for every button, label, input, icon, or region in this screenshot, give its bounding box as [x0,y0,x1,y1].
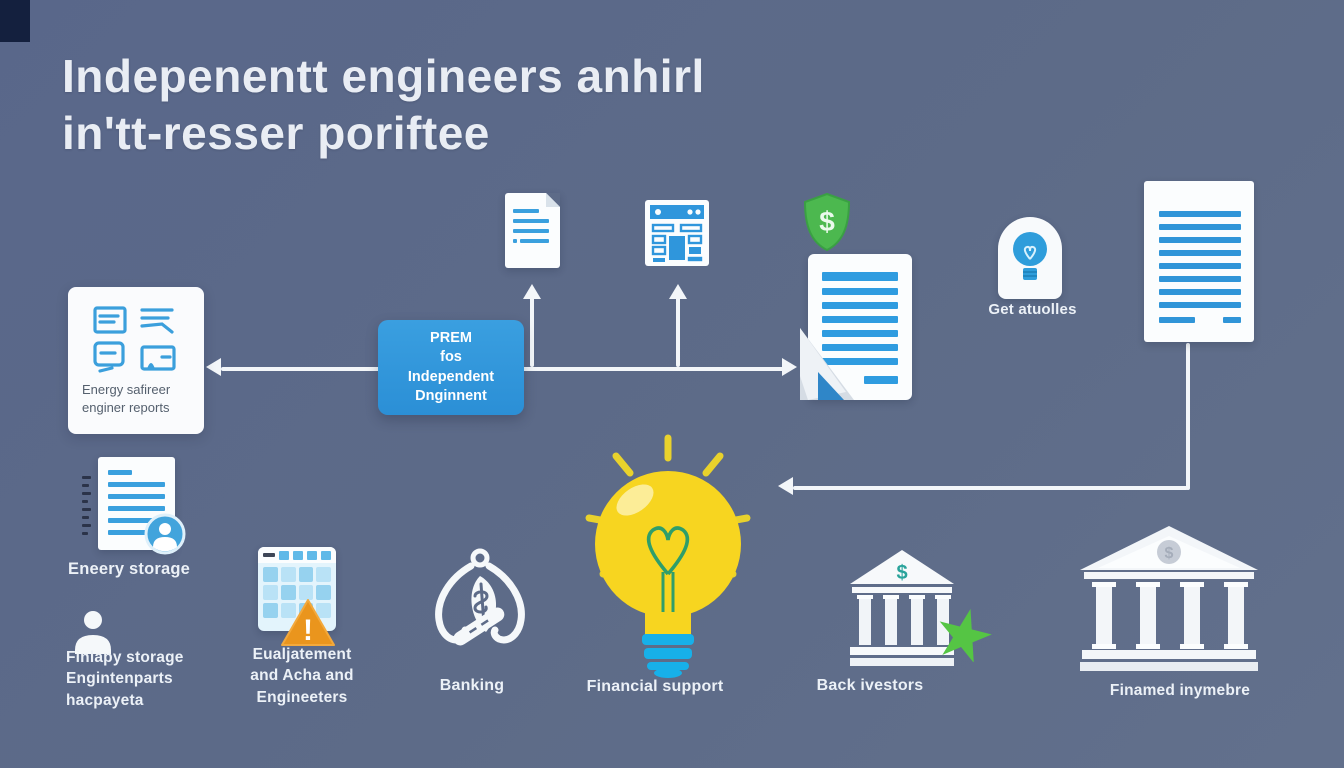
banking-emblem-icon [435,548,525,646]
storage-team-line2: Engintenparts [66,670,173,688]
reports-grid-icon [93,306,176,373]
branch-line-right [676,297,680,367]
back-investors-label: Back ivestors [816,677,924,694]
engineer-reports-card: Energy safireer enginer reports [68,287,204,434]
warning-triangle-icon: ! [281,599,335,647]
arrowhead-left-icon [206,358,221,376]
storage-team-line3: hacpayeta [66,691,144,709]
page-title-line1: Indepenentt engineers anhirl [62,50,705,102]
branch-line-left [530,297,534,367]
page-curl [800,328,854,400]
person-icon [75,611,111,654]
connector-back-line [793,486,1188,490]
equipment-line3: Engineeters [256,688,348,706]
storage-document-icon [98,457,186,555]
contract-document-icon [800,254,912,400]
warning-glyph: ! [303,614,313,647]
financial-support-label: Financial support [586,678,724,695]
connector-down-line [1186,343,1190,490]
arrowhead-right-icon [782,358,797,376]
storage-team-line1: Finlapy storage [66,649,184,666]
financial-lightbulb-icon [585,434,751,678]
equipment-line1: Eualjatement [252,646,352,663]
page-title-line2: in'tt-resser poriftee [62,107,490,160]
blue-lightbulb-icon [1013,232,1047,280]
process-box-line3: Independent [407,368,495,385]
arrowhead-up-right-icon [669,284,687,299]
equipment-label: Eualjatement and Acha and Engineeters [240,644,364,708]
schedule-calendar-icon [258,547,336,631]
process-box-line2: fos [440,349,462,366]
page-title: Indepenentt engineers anhirl in'tt-resse… [62,48,705,162]
calendar-header [258,547,336,563]
get-studies-label: Get atuolles [988,301,1077,318]
storage-team-label: Finlapy storage Engintenparts hacpayeta [66,647,184,711]
shield-dollar-glyph: $ [819,206,835,237]
bank-dollar-glyph: $ [896,562,907,584]
corner-mark [0,0,30,42]
avatar [144,513,186,555]
energy-storage-label: Eneery storage [68,560,191,578]
reports-card-caption: Energy safireer enginer reports [82,381,170,416]
star-icon [939,608,992,662]
arrowhead-up-left-icon [523,284,541,299]
equipment-line2: and Acha and [250,667,354,685]
tall-report-icon [1144,181,1254,342]
page-fold [546,193,560,207]
shield-dollar-icon: $ [803,192,851,252]
financed-bank-icon: $ [1080,526,1258,671]
emblem-dollar-glyph: $ [1165,545,1174,562]
idea-arch-card [998,217,1062,299]
investors-bank-icon: $ [850,550,954,666]
arrowhead-connector-icon [778,477,793,495]
margin-marks [82,476,91,535]
process-box-line4: Dnginnent [415,387,487,404]
reports-caption-line2: enginer reports [82,399,170,415]
table-form-icon [645,200,709,266]
financed-member-label: Finamed inymebre [1109,682,1251,699]
document-icon [505,193,560,268]
process-box: PREM fos Independent Dnginnent [378,320,524,415]
reports-caption-line1: Energy safireer [82,382,171,397]
process-box-line1: PREM [430,330,472,347]
banking-label: Banking [439,677,505,694]
id-card-person-glyph [147,363,155,369]
